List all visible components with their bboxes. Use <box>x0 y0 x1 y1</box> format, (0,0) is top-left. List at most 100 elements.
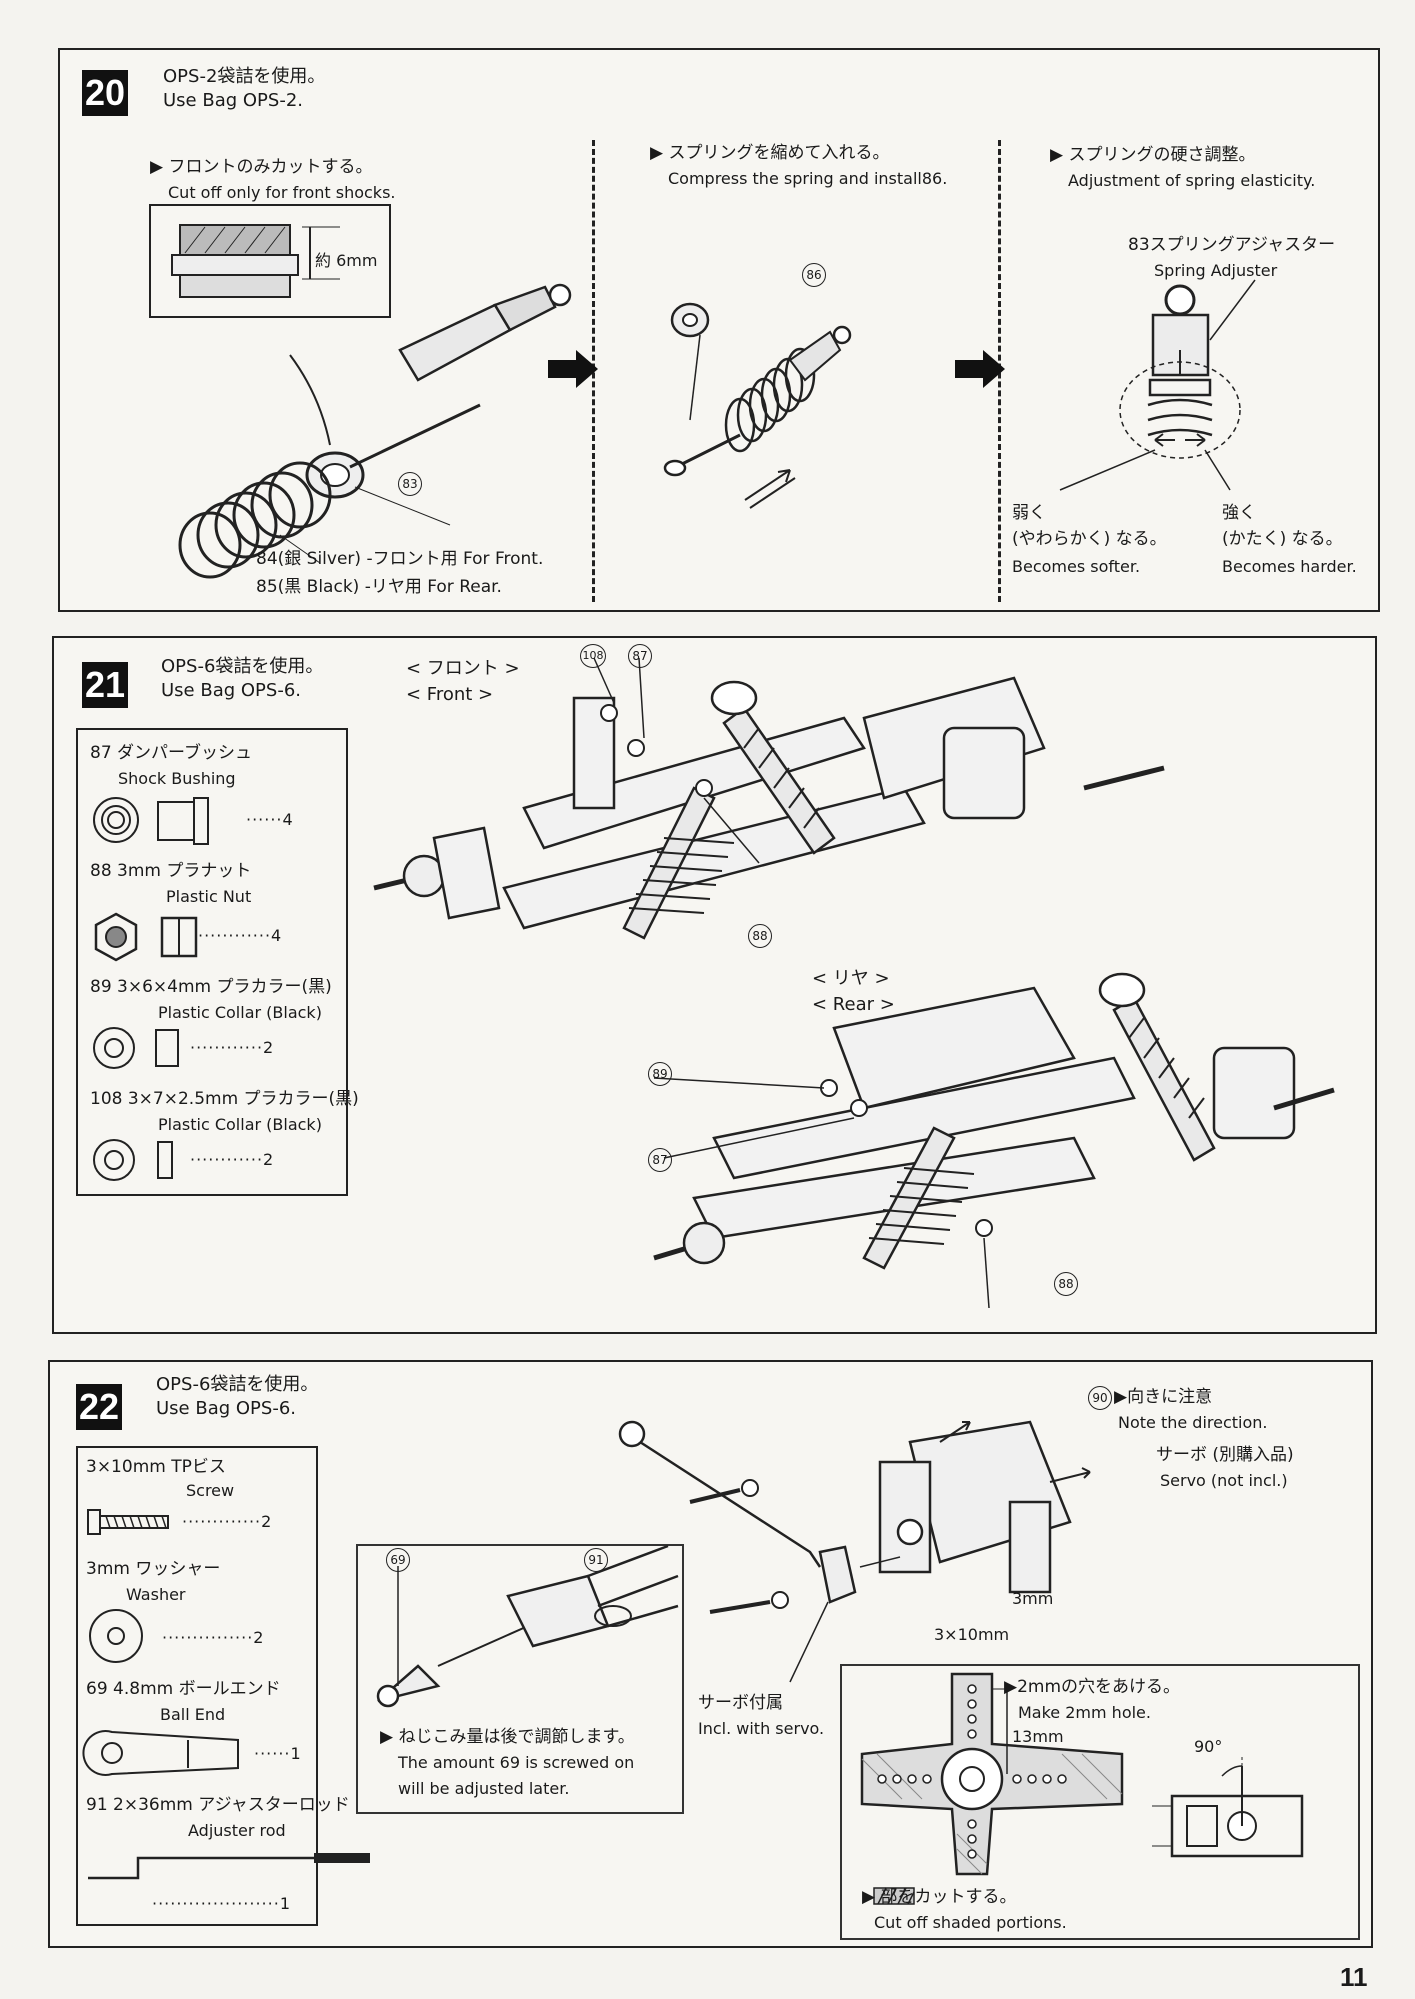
part-name-en: Adjuster rod <box>188 1821 286 1840</box>
part-name-jp: 89 3×6×4mm プラカラー(黒) <box>90 977 332 997</box>
direction-note-en: Note the direction. <box>1118 1413 1268 1432</box>
part-qty: ············2 <box>190 1038 275 1057</box>
bag-label-jp: OPS-2袋詰を使用。 <box>163 66 326 87</box>
adjuster-rod-icon <box>88 1853 370 1880</box>
part-qty: ······1 <box>254 1744 302 1763</box>
part-qty: ···············2 <box>162 1628 265 1647</box>
part-name-en: Shock Bushing <box>118 769 236 788</box>
spring-adjust-en: Adjustment of spring elasticity. <box>1068 171 1316 190</box>
plastic-nut-icon <box>94 912 198 962</box>
callout-90: 90 <box>1088 1386 1112 1410</box>
compress-spring-jp: ▶ スプリングを縮めて入れる。 <box>650 143 890 163</box>
part-name-jp: 88 3mm プラナット <box>90 861 252 881</box>
callout-86: 86 <box>802 263 826 287</box>
bag-label-en: Use Bag OPS-2. <box>163 90 303 111</box>
qty-value: 2 <box>253 1628 265 1647</box>
part-qty: ······4 <box>246 810 294 829</box>
servo-assembly-diagram <box>618 1420 1091 1683</box>
harder-jp-2: (かたく) なる。 <box>1222 529 1343 549</box>
spring-adjuster-diagram <box>1059 279 1256 491</box>
qty-value: 1 <box>279 1894 291 1913</box>
direction-note-jp: ▶向きに注意 <box>1114 1387 1213 1407</box>
bag-label-jp: OPS-6袋詰を使用。 <box>156 1374 319 1395</box>
front-suspension-diagram <box>373 657 1165 940</box>
callout-108: 108 <box>580 644 606 668</box>
part-name-en: Plastic Collar (Black) <box>158 1003 322 1022</box>
softer-en: Becomes softer. <box>1012 557 1141 576</box>
screw-icon <box>87 1509 169 1535</box>
servo-top-view-diagram <box>1152 1756 1304 1858</box>
servo-label-en: Servo (not incl.) <box>1160 1471 1288 1490</box>
servo-horn-detail-box: ▶2mmの穴をあける。 Make 2mm hole. 13mm 90° ▶ 部を… <box>840 1664 1360 1940</box>
callout-91: 91 <box>584 1548 608 1572</box>
parts-list: 87 ダンパーブッシュ Shock Bushing ······4 88 3mm… <box>76 728 359 1196</box>
part-name-jp: 91 2×36mm アジャスターロッド <box>86 1795 350 1815</box>
parts-list: 3×10mm TPビス Screw ·············2 3mm ワッシ… <box>76 1446 370 1926</box>
incl-with-servo-jp: サーボ付属 <box>698 1693 783 1713</box>
right-arrow-icon <box>955 350 1005 388</box>
qty-value: 2 <box>263 1038 275 1057</box>
part-name-jp: 108 3×7×2.5mm プラカラー(黒) <box>90 1089 359 1109</box>
callout-87: 87 <box>628 644 652 668</box>
part-qty: ············2 <box>190 1150 275 1169</box>
harder-jp-1: 強く <box>1222 503 1256 523</box>
spring-silver-label: 84(銀 Silver) -フロント用 For Front. <box>256 549 544 569</box>
plastic-collar-icon <box>93 1027 179 1069</box>
spring-black-label: 85(黒 Black) -リヤ用 For Rear. <box>256 577 502 597</box>
step-20-panel: 20 OPS-2袋詰を使用。 Use Bag OPS-2. ▶ フロントのみカッ… <box>58 48 1380 612</box>
part-name-en: Washer <box>126 1585 186 1604</box>
qty-value: 4 <box>282 810 294 829</box>
ball-end-icon <box>82 1730 239 1776</box>
cut-shaded-jp: ▶ 部をカットする。 <box>862 1887 1017 1907</box>
qty-value: 2 <box>263 1150 275 1169</box>
bag-label-en: Use Bag OPS-6. <box>161 680 301 701</box>
shaded-swatch-icon <box>873 1887 915 1905</box>
cut-front-en: Cut off only for front shocks. <box>168 183 396 202</box>
spring-adjust-jp: ▶ スプリングの硬さ調整。 <box>1050 145 1256 165</box>
qty-value: 2 <box>261 1512 273 1531</box>
servo-horn-diagram <box>860 1672 1124 1876</box>
adjust-note-jp: ▶ ねじこみ量は後で調節します。 <box>380 1727 635 1747</box>
right-arrow-icon <box>548 350 598 388</box>
page-number: 11 <box>1340 1962 1368 1992</box>
servo-label-jp: サーボ (別購入品) <box>1156 1445 1294 1465</box>
softer-jp-2: (やわらかく) なる。 <box>1012 529 1167 549</box>
hole-distance-label: 13mm <box>1012 1727 1064 1746</box>
shock-cut-detail-diagram <box>149 204 572 579</box>
part-name-en: Plastic Nut <box>166 887 252 906</box>
spring-install-diagram <box>663 302 852 509</box>
rear-label-en: < Rear > <box>812 994 895 1015</box>
drill-hole-jp: ▶2mmの穴をあける。 <box>1004 1677 1181 1697</box>
cut-front-jp: ▶ フロントのみカットする。 <box>150 157 373 177</box>
screw-3x10-label: 3×10mm <box>934 1625 1010 1644</box>
callout-88: 88 <box>748 924 772 948</box>
spring-adjuster-part-jp: 83スプリングアジャスター <box>1128 235 1336 255</box>
adjust-note-en-1: The amount 69 is screwed on <box>398 1753 635 1772</box>
step-21-panel: 21 OPS-6袋詰を使用。 Use Bag OPS-6. < フロント > <… <box>52 636 1377 1334</box>
callout-88: 88 <box>1054 1272 1078 1296</box>
harder-en: Becomes harder. <box>1222 557 1357 576</box>
adjust-note-en-2: will be adjusted later. <box>398 1779 570 1798</box>
part-name-en: Screw <box>186 1481 235 1500</box>
ball-end-detail-box: 69 91 ▶ ねじこみ量は後で調節します。 The amount 69 is … <box>356 1544 684 1814</box>
plastic-collar-icon <box>93 1139 173 1181</box>
qty-value: 4 <box>271 926 283 945</box>
part-name-jp: 3×10mm TPビス <box>86 1457 226 1477</box>
compress-spring-en: Compress the spring and install86. <box>668 169 948 188</box>
rear-suspension-diagram <box>653 972 1335 1309</box>
front-label-en: < Front > <box>406 684 494 705</box>
angle-label: 90° <box>1194 1737 1223 1756</box>
softer-jp-1: 弱く <box>1012 503 1046 523</box>
part-qty: ············4 <box>198 926 283 945</box>
part-qty: ·············2 <box>182 1512 273 1531</box>
bag-label-en: Use Bag OPS-6. <box>156 1398 296 1419</box>
cut-shaded-en: Cut off shaded portions. <box>874 1913 1067 1932</box>
spring-adjuster-part-en: Spring Adjuster <box>1154 261 1278 280</box>
qty-value: 1 <box>290 1744 302 1763</box>
washer-3mm-label: 3mm <box>1012 1589 1054 1608</box>
pliers-ball-end-diagram <box>376 1544 679 1708</box>
callout-69: 69 <box>386 1548 410 1572</box>
front-label-jp: < フロント > <box>406 658 520 679</box>
part-name-jp: 69 4.8mm ボールエンド <box>86 1679 281 1699</box>
part-qty: ·····················1 <box>152 1894 291 1913</box>
